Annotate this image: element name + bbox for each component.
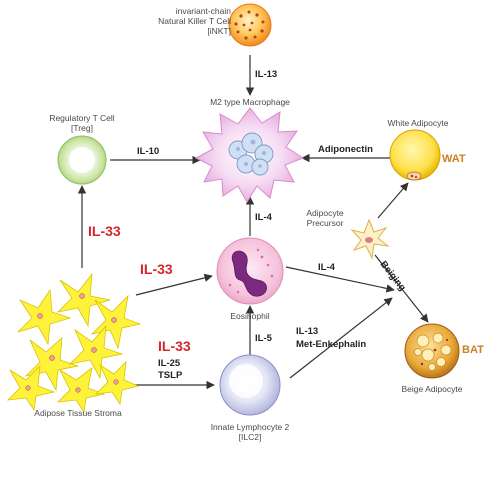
il25-signal: IL-25 bbox=[158, 358, 181, 369]
bat-tag: BAT bbox=[462, 344, 484, 356]
inkt-cell bbox=[228, 3, 272, 47]
ilc2-label: Innate Lymphocyte 2 [ILC2] bbox=[192, 422, 308, 442]
met-enkephalin-signal: Met-Enkephalin bbox=[296, 339, 367, 350]
beiging-label: Beiging bbox=[378, 259, 408, 293]
inkt-label-line2: Natural Killer T Cell bbox=[158, 16, 231, 26]
treg-cell bbox=[57, 135, 107, 185]
eosinophil-label: Eosinophil bbox=[230, 311, 270, 321]
adiponectin-signal: Adiponectin bbox=[318, 144, 373, 155]
ilc2-cell bbox=[219, 354, 281, 416]
inkt-label-line1: invariant-chain bbox=[175, 6, 231, 16]
stroma-label: Adipose Tissue Stroma bbox=[34, 408, 122, 418]
arrows bbox=[77, 55, 429, 390]
adipocyte-precursor-cell bbox=[350, 218, 390, 260]
il33-mid-signal: IL-33 bbox=[140, 261, 173, 277]
adipocyte-precursor-label-line2: Precursor bbox=[306, 218, 344, 228]
beige-adipocyte-label: Beige Adipocyte bbox=[401, 384, 463, 394]
il4-up-signal: IL-4 bbox=[255, 212, 272, 223]
inkt-label: invariant-chain Natural Killer T Cell [i… bbox=[125, 6, 231, 36]
arrow-precursor-to-beige bbox=[374, 254, 429, 323]
tslp-signal: TSLP bbox=[158, 370, 183, 381]
stroma-cells bbox=[6, 272, 142, 414]
treg-label-line1: Regulatory T Cell bbox=[49, 113, 115, 123]
il10-signal: IL-10 bbox=[137, 146, 160, 157]
il4-right-signal: IL-4 bbox=[318, 262, 335, 273]
adipocyte-precursor-label-line1: Adipocyte bbox=[306, 208, 344, 218]
stroma-nuclei bbox=[25, 293, 119, 393]
arrow-precursor-to-wat bbox=[377, 182, 409, 219]
macrophage-label: M2 type Macrophage bbox=[210, 97, 290, 107]
arrow-ilc2-to-precursor bbox=[289, 297, 393, 379]
wat-tag: WAT bbox=[442, 153, 466, 165]
macrophage-cell bbox=[194, 107, 305, 203]
white-adipocyte-label: White Adipocyte bbox=[387, 118, 449, 128]
inkt-label-line3: [iNKT] bbox=[207, 26, 231, 36]
arrow-stroma-to-eosinophil bbox=[135, 273, 213, 296]
il33-left-signal: IL-33 bbox=[88, 223, 121, 239]
adipocyte-precursor-label: Adipocyte Precursor bbox=[295, 208, 355, 228]
white-adipocyte-cell bbox=[389, 129, 441, 181]
il13-low-signal: IL-13 bbox=[296, 326, 319, 337]
beige-adipocyte-cell bbox=[404, 323, 460, 379]
treg-label: Regulatory T Cell [Treg] bbox=[32, 113, 132, 133]
il13-top-signal: IL-13 bbox=[255, 69, 278, 80]
eosinophil-cell bbox=[216, 237, 284, 305]
arrow-eosinophil-to-precursor bbox=[285, 266, 395, 293]
il33-low-signal: IL-33 bbox=[158, 338, 191, 354]
ilc2-label-line1: Innate Lymphocyte 2 bbox=[210, 422, 290, 432]
treg-label-line2: [Treg] bbox=[71, 123, 93, 133]
ilc2-label-line2: [ILC2] bbox=[238, 432, 262, 442]
il5-signal: IL-5 bbox=[255, 333, 272, 344]
